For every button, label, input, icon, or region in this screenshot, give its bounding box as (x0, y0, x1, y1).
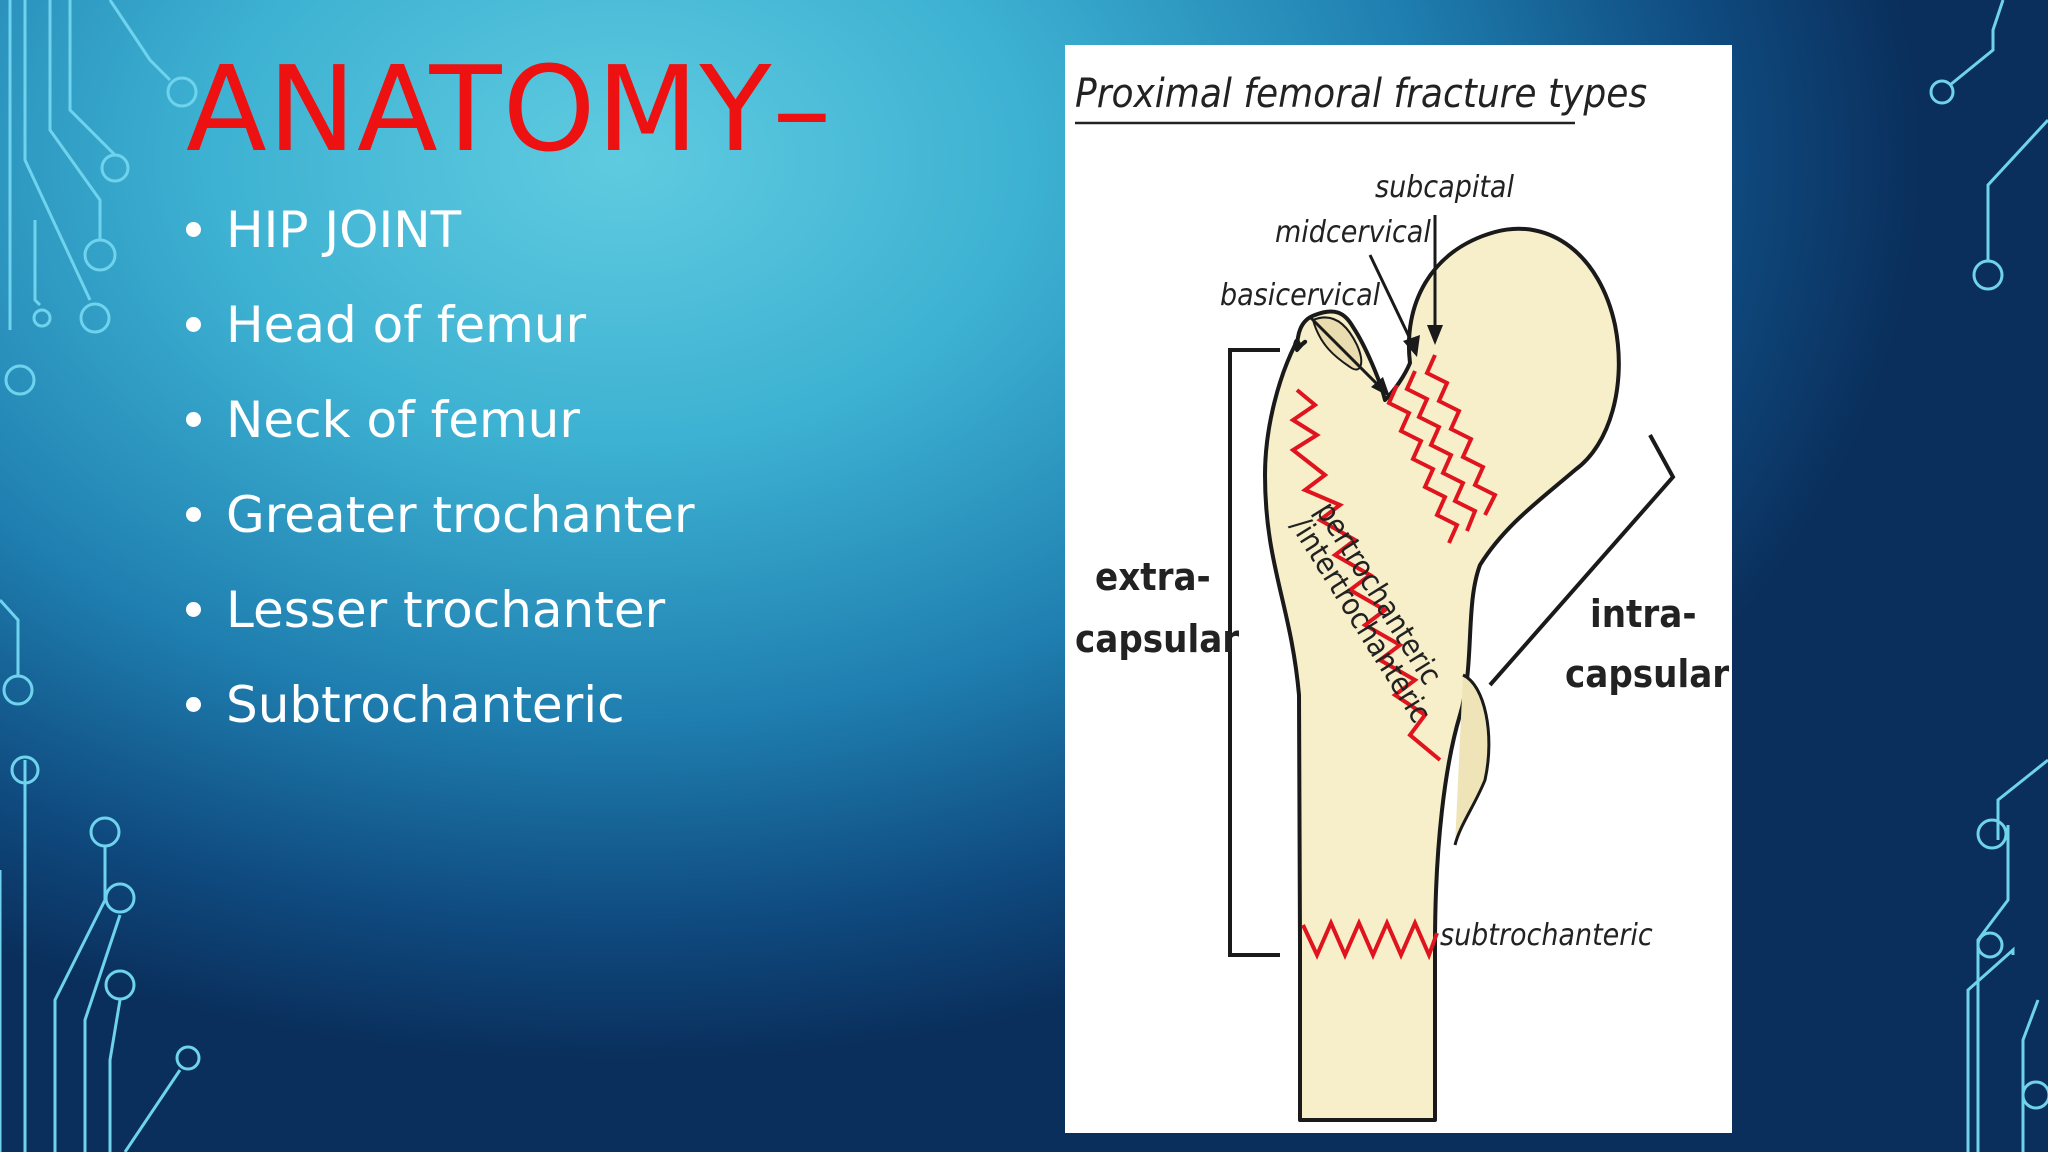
subcapital-fracture-line (1424, 354, 1498, 516)
bullet-item: Lesser trochanter (186, 570, 695, 665)
basicervical-arrowhead (1371, 377, 1390, 397)
bullet-item: Neck of femur (186, 380, 695, 475)
extracapsular-bracket (1228, 348, 1280, 957)
midcervical-arrowhead (1403, 335, 1420, 357)
bullet-item: HIP JOINT (186, 190, 695, 285)
slide-title: ANATOMY– (186, 40, 833, 178)
label-subcapital: subcapital (1375, 170, 1514, 205)
bullet-dot-icon (186, 222, 201, 237)
bullet-list: HIP JOINT Head of femur Neck of femur Gr… (186, 190, 695, 760)
bullet-text: Subtrochanteric (226, 676, 625, 734)
bullet-text: Lesser trochanter (226, 581, 666, 639)
diagram-heading: Proximal femoral fracture types (1075, 71, 1647, 117)
basicervical-fracture-line (1386, 384, 1460, 544)
label-subtrochanteric: subtrochanteric (1440, 918, 1653, 953)
bullet-item: Greater trochanter (186, 475, 695, 570)
bullet-item: Head of femur (186, 285, 695, 380)
intracapsular-bracket (1488, 434, 1676, 687)
bullet-text: Head of femur (226, 296, 587, 354)
subcapital-arrowhead (1427, 325, 1443, 345)
subtrochanteric-fracture-line (1301, 918, 1439, 961)
pertrochanteric-fracture-line (1289, 388, 1442, 762)
label-midcervical: midcervical (1275, 215, 1431, 250)
bullet-text: Neck of femur (226, 391, 580, 449)
bullet-dot-icon (186, 602, 201, 617)
femur-fracture-diagram: Proximal femoral fracture types subcapit… (1065, 45, 1732, 1133)
lesser-trochanter (1453, 673, 1491, 846)
bullet-dot-icon (186, 412, 201, 427)
circuit-decoration-right (1929, 0, 2048, 1152)
label-extracapsular-line1: extra- (1095, 555, 1211, 599)
midcervical-arrow (1368, 254, 1415, 346)
bullet-text: Greater trochanter (226, 486, 695, 544)
label-extracapsular-line2: capsular (1075, 617, 1239, 661)
label-intracapsular-line1: intra- (1590, 592, 1697, 636)
midcervical-fracture-line (1404, 370, 1478, 532)
bullet-dot-icon (186, 507, 201, 522)
bullet-dot-icon (186, 697, 201, 712)
circuit-decoration-left (0, 0, 201, 1152)
basicervical-arrow (1308, 315, 1385, 392)
bullet-dot-icon (186, 317, 201, 332)
bullet-item: Subtrochanteric (186, 665, 695, 760)
femur-bone (1263, 226, 1621, 1122)
label-intracapsular-line2: capsular (1565, 652, 1729, 696)
bullet-text: HIP JOINT (226, 201, 462, 259)
label-basicervical: basicervical (1220, 278, 1381, 313)
